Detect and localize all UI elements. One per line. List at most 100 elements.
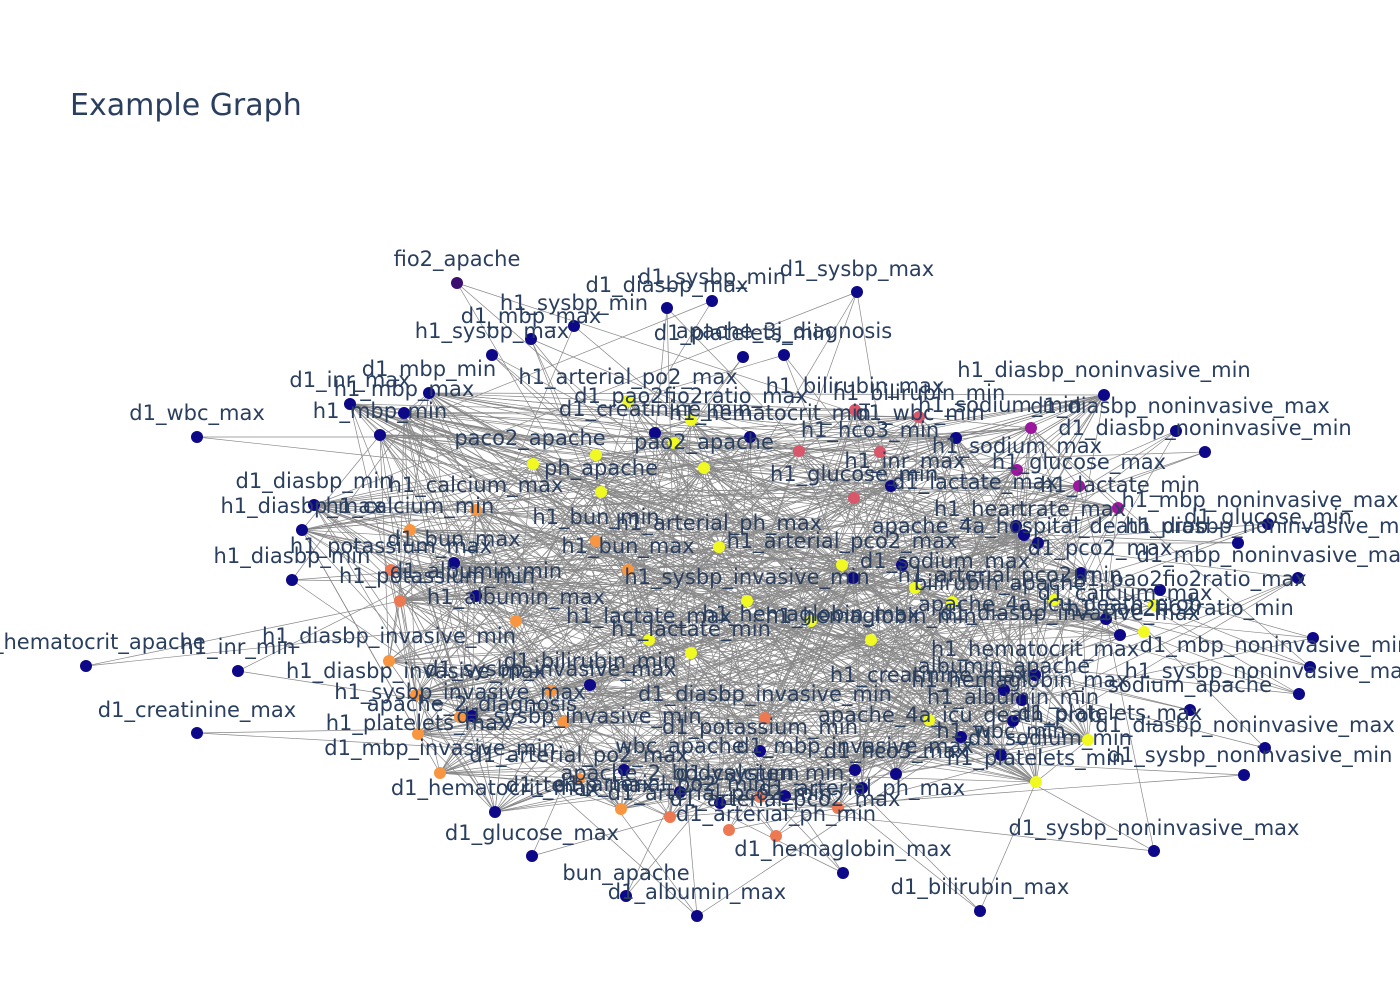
graph-node[interactable] bbox=[1112, 502, 1124, 514]
graph-node[interactable] bbox=[723, 824, 735, 836]
graph-node[interactable] bbox=[759, 712, 771, 724]
graph-node[interactable] bbox=[1082, 734, 1094, 746]
graph-node[interactable] bbox=[836, 559, 848, 571]
graph-node[interactable] bbox=[805, 615, 817, 627]
graph-node[interactable] bbox=[1016, 694, 1028, 706]
graph-node[interactable] bbox=[851, 286, 863, 298]
graph-node[interactable] bbox=[1073, 480, 1085, 492]
graph-node[interactable] bbox=[412, 728, 424, 740]
graph-node[interactable] bbox=[1259, 742, 1271, 754]
graph-node[interactable] bbox=[1030, 776, 1042, 788]
graph-node[interactable] bbox=[674, 786, 686, 798]
graph-node[interactable] bbox=[296, 524, 308, 536]
graph-node[interactable] bbox=[1098, 389, 1110, 401]
graph-node[interactable] bbox=[1025, 422, 1037, 434]
graph-node[interactable] bbox=[558, 716, 570, 728]
graph-node[interactable] bbox=[698, 462, 710, 474]
graph-node[interactable] bbox=[622, 564, 634, 576]
graph-node[interactable] bbox=[832, 802, 844, 814]
graph-node[interactable] bbox=[668, 437, 680, 449]
graph-node[interactable] bbox=[451, 277, 463, 289]
graph-node[interactable] bbox=[590, 535, 602, 547]
graph-node[interactable] bbox=[620, 890, 632, 902]
graph-node[interactable] bbox=[1304, 661, 1316, 673]
graph-node[interactable] bbox=[685, 414, 697, 426]
graph-node[interactable] bbox=[1075, 567, 1087, 579]
graph-node[interactable] bbox=[568, 320, 580, 332]
graph-node[interactable] bbox=[434, 767, 446, 779]
graph-node[interactable] bbox=[849, 764, 861, 776]
graph-node[interactable] bbox=[1307, 632, 1319, 644]
graph-node[interactable] bbox=[847, 572, 859, 584]
graph-node[interactable] bbox=[374, 429, 386, 441]
graph-node[interactable] bbox=[793, 445, 805, 457]
graph-node[interactable] bbox=[191, 431, 203, 443]
graph-node[interactable] bbox=[714, 797, 726, 809]
graph-node[interactable] bbox=[837, 867, 849, 879]
graph-node[interactable] bbox=[232, 665, 244, 677]
graph-node[interactable] bbox=[573, 773, 585, 785]
graph-node[interactable] bbox=[913, 411, 925, 423]
graph-node[interactable] bbox=[664, 811, 676, 823]
graph-node[interactable] bbox=[856, 782, 868, 794]
graph-node[interactable] bbox=[489, 806, 501, 818]
graph-node[interactable] bbox=[849, 404, 861, 416]
graph-node[interactable] bbox=[383, 655, 395, 667]
graph-node[interactable] bbox=[741, 595, 753, 607]
graph-node[interactable] bbox=[470, 504, 482, 516]
graph-node[interactable] bbox=[1018, 529, 1030, 541]
graph-node[interactable] bbox=[770, 830, 782, 842]
graph-node[interactable] bbox=[923, 714, 935, 726]
graph-node[interactable] bbox=[454, 711, 466, 723]
graph-node[interactable] bbox=[995, 749, 1007, 761]
graph-node[interactable] bbox=[308, 499, 320, 511]
graph-node[interactable] bbox=[394, 595, 406, 607]
graph-node[interactable] bbox=[1032, 537, 1044, 549]
graph-node[interactable] bbox=[423, 387, 435, 399]
graph-node[interactable] bbox=[778, 349, 790, 361]
graph-node[interactable] bbox=[486, 349, 498, 361]
graph-node[interactable] bbox=[890, 768, 902, 780]
graph-node[interactable] bbox=[1029, 669, 1041, 681]
graph-node[interactable] bbox=[909, 582, 921, 594]
graph-node[interactable] bbox=[1232, 537, 1244, 549]
graph-node[interactable] bbox=[744, 431, 756, 443]
graph-node[interactable] bbox=[545, 685, 557, 697]
graph-node[interactable] bbox=[1199, 446, 1211, 458]
graph-node[interactable] bbox=[525, 333, 537, 345]
graph-node[interactable] bbox=[1262, 518, 1274, 530]
graph-node[interactable] bbox=[691, 910, 703, 922]
graph-node[interactable] bbox=[1010, 520, 1022, 532]
graph-node[interactable] bbox=[1292, 572, 1304, 584]
graph-node[interactable] bbox=[404, 524, 416, 536]
graph-node[interactable] bbox=[955, 731, 967, 743]
graph-node[interactable] bbox=[595, 486, 607, 498]
graph-node[interactable] bbox=[510, 615, 522, 627]
graph-node[interactable] bbox=[737, 351, 749, 363]
graph-node[interactable] bbox=[1293, 688, 1305, 700]
graph-node[interactable] bbox=[1138, 626, 1150, 638]
graph-node[interactable] bbox=[1184, 704, 1196, 716]
graph-node[interactable] bbox=[946, 596, 958, 608]
graph-node[interactable] bbox=[649, 427, 661, 439]
graph-node[interactable] bbox=[950, 432, 962, 444]
graph-node[interactable] bbox=[754, 745, 766, 757]
graph-node[interactable] bbox=[874, 446, 886, 458]
graph-node[interactable] bbox=[1011, 464, 1023, 476]
graph-node[interactable] bbox=[526, 850, 538, 862]
graph-node[interactable] bbox=[643, 634, 655, 646]
graph-node[interactable] bbox=[848, 492, 860, 504]
graph-node[interactable] bbox=[622, 395, 634, 407]
graph-node[interactable] bbox=[398, 407, 410, 419]
graph-node[interactable] bbox=[1238, 769, 1250, 781]
graph-node[interactable] bbox=[191, 727, 203, 739]
graph-node[interactable] bbox=[385, 564, 397, 576]
graph-node[interactable] bbox=[713, 541, 725, 553]
graph-node[interactable] bbox=[1048, 594, 1060, 606]
graph-node[interactable] bbox=[661, 302, 673, 314]
graph-node[interactable] bbox=[590, 449, 602, 461]
graph-node[interactable] bbox=[998, 684, 1010, 696]
graph-node[interactable] bbox=[448, 557, 460, 569]
graph-node[interactable] bbox=[779, 790, 791, 802]
graph-node[interactable] bbox=[1148, 845, 1160, 857]
